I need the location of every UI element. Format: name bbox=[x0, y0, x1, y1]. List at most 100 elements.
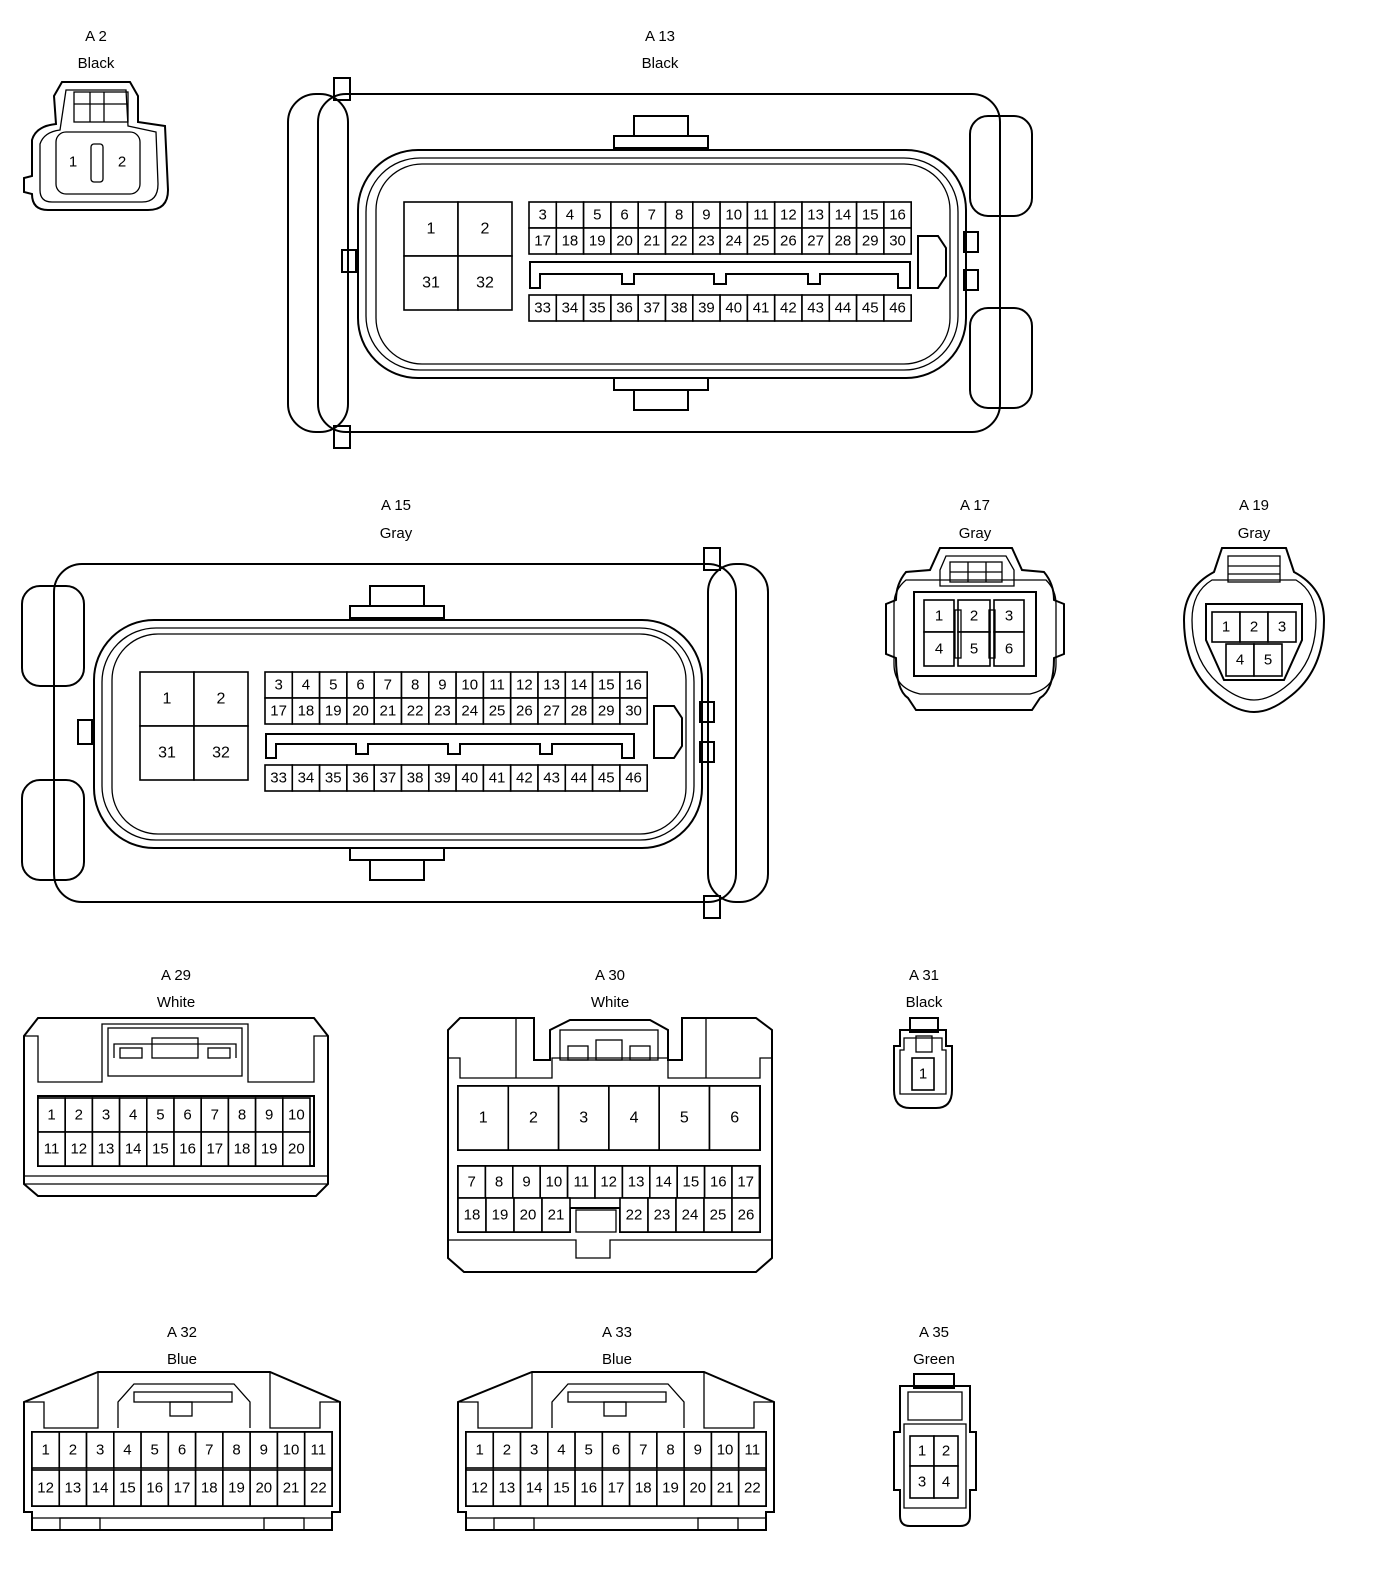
a35-pin: 1 bbox=[918, 1443, 926, 1460]
a13-pin-cell bbox=[746, 294, 776, 322]
a29-pin-cell bbox=[227, 1131, 257, 1167]
a15-pin-cell bbox=[482, 764, 512, 792]
a32-pin: 18 bbox=[201, 1480, 218, 1497]
a13-pin: 9 bbox=[702, 207, 710, 224]
a30-pin: 17 bbox=[737, 1174, 754, 1191]
a15-pin: 23 bbox=[434, 703, 451, 720]
a32-pin-cell bbox=[85, 1469, 115, 1507]
a15-pin: 9 bbox=[438, 677, 446, 694]
a15-pin: 44 bbox=[571, 770, 588, 787]
a13-pin: 16 bbox=[889, 207, 906, 224]
a15-pin: 33 bbox=[270, 770, 287, 787]
a13-pin: 4 bbox=[566, 207, 574, 224]
a33-pin: 21 bbox=[717, 1480, 734, 1497]
a19-pin: 5 bbox=[1264, 652, 1272, 669]
a13-pin-cell bbox=[457, 201, 513, 257]
a29-pin-cell bbox=[254, 1097, 284, 1133]
a29-pin-cell bbox=[173, 1131, 203, 1167]
a15-pin-cell bbox=[346, 764, 375, 792]
a32-pin: 20 bbox=[255, 1480, 272, 1497]
a30-pin-cell bbox=[457, 1197, 487, 1233]
a29-pin: 12 bbox=[70, 1141, 87, 1158]
a13-pin: 33 bbox=[534, 300, 551, 317]
a13-pin: 3 bbox=[538, 207, 546, 224]
a15-pin-cell bbox=[619, 697, 649, 725]
a32-pin-cell bbox=[222, 1469, 251, 1507]
a15-pin-cell bbox=[537, 671, 567, 699]
a15-pin: 40 bbox=[461, 770, 478, 787]
a33-pin-cell bbox=[737, 1431, 767, 1469]
a15-pin-cell bbox=[509, 697, 539, 725]
a30-pin: 9 bbox=[522, 1174, 530, 1191]
a30-pin-cell bbox=[703, 1197, 733, 1233]
a15-pin: 38 bbox=[407, 770, 424, 787]
a17-pin: 4 bbox=[935, 641, 943, 658]
a13-pin-cell bbox=[773, 227, 803, 255]
a29-pin: 19 bbox=[261, 1141, 278, 1158]
a19-code: A 19 bbox=[1239, 497, 1269, 514]
a13-pin: 44 bbox=[835, 300, 852, 317]
a19-pin: 1 bbox=[1222, 619, 1230, 636]
a13-pin: 26 bbox=[780, 233, 797, 250]
a15-pin: 41 bbox=[489, 770, 506, 787]
a15-pin: 31 bbox=[158, 745, 176, 762]
a15-pin: 28 bbox=[571, 703, 588, 720]
a30-pin: 16 bbox=[710, 1174, 727, 1191]
a17-pin: 5 bbox=[970, 641, 978, 658]
a15-pin: 46 bbox=[625, 770, 642, 787]
a13-pin: 45 bbox=[862, 300, 879, 317]
a32-pin-cell bbox=[31, 1431, 61, 1469]
a15-pin-cell bbox=[564, 764, 594, 792]
a29-color: White bbox=[157, 994, 195, 1011]
a15-pin-cell bbox=[619, 671, 649, 699]
a29-pin-cell bbox=[281, 1131, 311, 1167]
a32-pin: 5 bbox=[151, 1442, 159, 1459]
a29-pin: 13 bbox=[98, 1141, 115, 1158]
a15-pin-cell bbox=[264, 697, 294, 725]
a15-pin: 13 bbox=[543, 677, 560, 694]
a13-pin: 6 bbox=[620, 207, 628, 224]
a15-pin: 39 bbox=[434, 770, 451, 787]
a15-pin: 12 bbox=[516, 677, 533, 694]
a13-pin: 29 bbox=[862, 233, 879, 250]
a32-pin: 11 bbox=[311, 1442, 327, 1459]
a15-pin: 5 bbox=[329, 677, 337, 694]
connector-a2: A 2 Black 1 2 bbox=[23, 28, 170, 211]
a15-pin-cell bbox=[591, 764, 621, 792]
a30-pin: 8 bbox=[495, 1174, 503, 1191]
a29-pin: 3 bbox=[102, 1107, 110, 1124]
a30-pin: 25 bbox=[710, 1207, 727, 1224]
a13-pin: 37 bbox=[644, 300, 661, 317]
a15-pin: 16 bbox=[625, 677, 642, 694]
a30-pin: 5 bbox=[680, 1110, 689, 1127]
a13-pin-cell bbox=[719, 227, 749, 255]
a33-pin: 13 bbox=[499, 1480, 516, 1497]
a30-pin-cell bbox=[539, 1165, 569, 1199]
a29-pin-cell bbox=[64, 1131, 94, 1167]
a30-pin: 4 bbox=[630, 1110, 639, 1127]
a13-pin-cell bbox=[555, 294, 585, 322]
a13-pin-cell bbox=[610, 227, 640, 255]
a15-pin: 22 bbox=[407, 703, 424, 720]
a30-pin: 20 bbox=[520, 1207, 537, 1224]
a13-pin: 28 bbox=[835, 233, 852, 250]
a15-pin: 10 bbox=[461, 677, 478, 694]
a30-pin: 1 bbox=[479, 1110, 488, 1127]
a15-pin: 24 bbox=[461, 703, 478, 720]
a30-pin-cell bbox=[541, 1197, 571, 1233]
a15-pin: 1 bbox=[163, 691, 172, 708]
a2-pin: 1 bbox=[69, 154, 77, 171]
a32-pin: 7 bbox=[205, 1442, 213, 1459]
a30-pin: 11 bbox=[574, 1174, 590, 1191]
a15-pin: 26 bbox=[516, 703, 533, 720]
a33-pin: 5 bbox=[585, 1442, 593, 1459]
a33-pin: 2 bbox=[503, 1442, 511, 1459]
a15-pin: 14 bbox=[571, 677, 588, 694]
a17-pin: 2 bbox=[970, 608, 978, 625]
